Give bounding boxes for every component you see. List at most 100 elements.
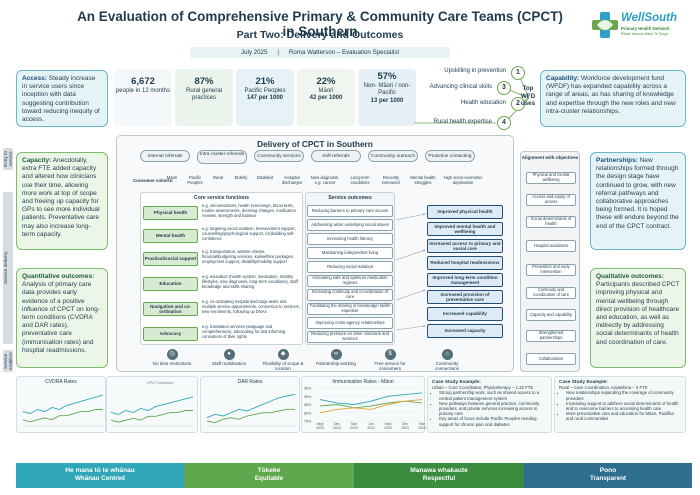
community-icon: ⌂ [441, 349, 453, 360]
quantitative-title: Quantitative outcomes: [22, 273, 95, 280]
series-line-2 [206, 408, 295, 424]
x-tick-label: Mar [351, 422, 358, 426]
case-urban-head: Case Study Example: [432, 380, 481, 385]
footer-english: Respectful [422, 475, 456, 482]
stat-rural: 87% Rural general practices [175, 69, 233, 126]
cohort-long-term: Long-term conditions [350, 175, 370, 185]
dar-title: DAR Rates [237, 379, 263, 385]
stat-number: 87% [194, 76, 214, 87]
cvdra-chart: CVDRA Rates [16, 376, 106, 433]
case-urban-bullet: Strong partnership work, such as shared … [439, 390, 547, 400]
row-label-enablers: Service enablers [3, 350, 13, 372]
logo-mark-icon [592, 12, 618, 38]
enabler-staff: ●Staff mobilisation [207, 349, 251, 366]
wfd-item-4: Rural health expertise [433, 119, 492, 125]
outcome-item: Increased capacity [427, 324, 503, 338]
series-line-1 [110, 396, 194, 415]
series-line-2 [110, 410, 193, 423]
entry-intra-cluster: Intra-cluster referrals [197, 150, 247, 164]
access-title: Access: [22, 75, 47, 82]
report-author: Roma Watterson – Evaluation Specialist [288, 49, 400, 56]
immunisation-series-3 [319, 399, 423, 414]
case-rural-bullet: More preventative care and education for… [566, 411, 681, 421]
footer-value-equitable: Tōkeke Equitable [184, 463, 354, 488]
enabler-partnership: ∞Partnership working [314, 349, 358, 366]
capacity-text: Anecdotally, extra FTE added capacity an… [22, 157, 100, 238]
cohort-pacific: Pacific Peoples [187, 175, 203, 185]
footer-english: Transparent [589, 475, 627, 482]
outcomes-heading: Service outcomes [328, 195, 372, 201]
case-rural-bullet: New relationships expanding the coverage… [566, 390, 681, 400]
footer-english: Whānau Centred [74, 475, 126, 482]
capability-text: Workforce development fund (WFDF) has ex… [546, 75, 676, 115]
footer-maori: Manawa whakaute [410, 467, 468, 474]
alignment-item: Social determinants of health [526, 216, 576, 228]
logo-subtitle-maori: Pūtahi Hauora Māori Te Tonga [621, 32, 669, 36]
function-practical-desc: e.g. transportation, welfare checks, fin… [202, 250, 294, 264]
location-icon: ◆ [277, 349, 289, 360]
stat-pacific: 21% Pacific Peoples 147 per 1000 [236, 69, 294, 126]
entry-community-outreach: Community outreach [368, 150, 418, 162]
immunisation-plot: 95%90%85%80%75%Sept2023Dec2023Mar2024Jun… [304, 387, 426, 431]
series-line-1 [206, 393, 296, 419]
y-tick-label: 90% [304, 395, 312, 399]
case-urban-bullet: Key areas of focus include Pacific Peopl… [439, 416, 547, 426]
capacity-title: Capacity: [22, 157, 52, 164]
stat-sub: 13 per 1000 [370, 97, 404, 104]
x-tick-label: Sept [385, 422, 392, 426]
footer-maori: He mana tō te whānau [65, 467, 135, 474]
outcome-item: Increased capability [427, 307, 503, 321]
function-physical-health: Physical health [143, 206, 198, 220]
function-advocacy-desc: e.g. translation services (language and … [202, 325, 286, 339]
date-author-bar: July 2025 | Roma Watterson – Evaluation … [190, 47, 450, 58]
stat-label: Pacific Peoples [244, 87, 286, 94]
function-navigation-desc: e.g. co-ordinating hospital discharge ta… [202, 300, 300, 314]
enabler-no-time: ◷No time restrictions [150, 349, 194, 366]
stat-maori: 22% Māori 42 per 1000 [297, 69, 355, 126]
enabler-label: Community connections [434, 361, 460, 372]
x-tick-label: Jun [368, 422, 374, 426]
dar-chart: DAR Rates [200, 376, 300, 433]
cvdra-plot-2 [110, 396, 194, 427]
x-tick-label: Dec [334, 422, 340, 426]
series-line-2 [22, 409, 103, 423]
service-item: Maintaining independent living [307, 247, 393, 259]
x-tick-label: Sept [317, 422, 324, 426]
x-tick-label: 2023 [316, 426, 324, 430]
x-tick-label: 2024 [401, 426, 409, 430]
alignment-item: Capacity and capability [526, 309, 576, 321]
function-physical-desc: e.g. immunisations, health screenings, b… [202, 204, 296, 218]
wfd-item-3: Advancing clinical skills [429, 84, 492, 90]
x-tick-label: 2024 [350, 426, 358, 430]
footer-maori: Pono [599, 467, 617, 474]
capacity-box: Capacity: Anecdotally, extra FTE added c… [16, 152, 108, 250]
cvdra-title: CVDRA Rates [45, 379, 77, 385]
wellsouth-logo: WellSouth Primary Health Network Pūtahi … [591, 10, 686, 46]
cohort-label: Consumer cohorts: [133, 178, 174, 183]
service-item: Increasing continuity and co-ordination … [307, 289, 393, 301]
stat-sub: 42 per 1000 [309, 95, 343, 101]
footer-value-respectful: Manawa whakaute Respectful [354, 463, 524, 488]
footer-value-whanau: He mana tō te whānau Whānau Centred [16, 463, 184, 488]
alignment-panel: Alignment with objectives Physical and m… [520, 151, 580, 372]
stat-sub: 147 per 1000 [246, 95, 284, 101]
footer-maori: Tōkeke [257, 467, 281, 474]
stat-label: Non- Māori / non-Pacific [363, 82, 411, 97]
enabler-label: Staff mobilisation [211, 361, 247, 366]
wfd-item-1: Upskilling in prevention [444, 68, 506, 74]
logo-subtitle: Primary Health Network [621, 26, 670, 31]
stat-number: 21% [255, 76, 275, 87]
row-label-entry: Entry to service [3, 148, 13, 170]
service-item: Improving cross-agency relationships [307, 317, 393, 329]
function-mental-desc: e.g. targeting social isolation, bereave… [202, 227, 296, 241]
outcome-item: Improved long-term condition management [427, 273, 503, 287]
clock-icon: ◷ [166, 349, 178, 360]
stat-non-maori: 57% Non- Māori / non-Pacific 13 per 1000 [358, 69, 416, 126]
x-tick-label: Dec [402, 422, 408, 426]
quantitative-text: Analysis of primary care data provides e… [22, 281, 100, 354]
alignment-item: Access and equity of access [526, 194, 576, 206]
wfd-rank-2: 2 [511, 97, 525, 111]
qualitative-title: Qualitative outcomes: [596, 273, 664, 280]
service-item: Increasing health literacy [307, 233, 393, 245]
alignment-title: Alignment with objectives [521, 155, 579, 160]
